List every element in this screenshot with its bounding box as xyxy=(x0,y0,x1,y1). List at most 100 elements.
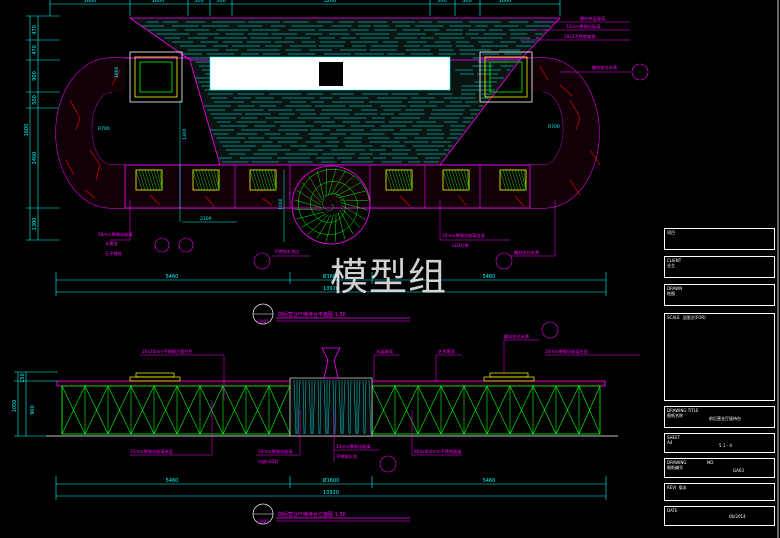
elev-note-bottom-right: 800x800mm不锈钢盖板 xyxy=(414,448,462,455)
water-line xyxy=(327,379,331,435)
planter-hatch-line xyxy=(156,169,163,191)
x-hatch-line xyxy=(555,385,580,435)
tb-drawing-no-label: DRAWING xyxy=(667,460,687,465)
dim-top-8: 1600 xyxy=(499,0,512,4)
dim-left-6: 2400 xyxy=(32,152,38,165)
water-feature-plan xyxy=(291,165,371,245)
planter-hatch-line xyxy=(270,169,277,191)
tb-no-label: NO. xyxy=(707,460,715,465)
crack-line xyxy=(569,179,581,196)
marble-crack-lines xyxy=(65,65,601,207)
planter-hatch-line xyxy=(457,169,465,191)
tb-project-label: 项目 xyxy=(667,230,675,235)
radial-line xyxy=(296,190,322,206)
elevation-leaders xyxy=(130,339,640,462)
planter-hatch-line xyxy=(448,169,456,191)
tb-sheet: SHEET A4 5 1 - 4 xyxy=(664,433,775,453)
x-hatch-line xyxy=(486,385,511,435)
planter-hatch-line xyxy=(388,169,396,191)
planter-hatch-line xyxy=(264,169,272,191)
tb-drawing-title: DRAWING TITLE 图纸名称 前后营业厅接待台 xyxy=(664,406,775,428)
radial-line xyxy=(338,190,366,199)
elev-note-bottom-left: 15mm厚钢化玻璃夹层 xyxy=(130,448,173,455)
elev-dim-bottom-right: 5460 xyxy=(483,478,496,484)
radial-line xyxy=(330,170,346,196)
water-line xyxy=(362,379,365,435)
x-hatch-line xyxy=(509,385,534,435)
x-hatch-line xyxy=(130,385,155,435)
x-hatch-line xyxy=(394,385,419,435)
planter-hatch-line xyxy=(466,169,470,191)
note-right-bottom-3: 雕刻金花米黄 xyxy=(514,249,539,256)
plan-top-dimension-labels: 1600 1600 500 500 3200 500 500 1600 xyxy=(84,0,512,4)
planter-hatch-line xyxy=(255,169,263,191)
radial-line xyxy=(333,175,354,196)
elevation-bottom-dimensions xyxy=(55,476,607,500)
elevation-bottom-dim-labels: 5460 Ø1600 5460 10920 xyxy=(166,477,496,496)
note-center-bottom: 不锈钢水池边 xyxy=(274,248,300,255)
planter-hatch-line xyxy=(445,169,453,191)
planter-hatch-line xyxy=(406,169,413,191)
radial-line xyxy=(301,213,327,228)
x-hatch-line xyxy=(578,385,601,435)
tb-sheet-value: 5 1 - 4 xyxy=(719,443,732,448)
elev-note-bottom-mid-4: 不锈钢水池 xyxy=(336,453,358,460)
water-line xyxy=(319,379,322,435)
water-line xyxy=(302,379,305,435)
tb-scale-value: 见图注(FOR) xyxy=(682,315,706,320)
x-hatch-line xyxy=(417,385,442,435)
tb-date-value: 06/2014 xyxy=(729,514,746,519)
water-line xyxy=(334,379,337,435)
planter-hatch-line xyxy=(258,169,266,191)
planter-hatch-line xyxy=(198,169,206,191)
plan-tag-label: GA01 xyxy=(257,319,269,325)
planter-hatch-line xyxy=(400,169,408,191)
dim-inner-6: 1000 xyxy=(278,198,284,210)
elev-note-top-mid-1: 水晶玻璃 xyxy=(376,348,393,355)
elev-note-bottom-mid-2: 内嵌LED灯 xyxy=(258,458,280,465)
planter-hatch-line xyxy=(397,169,405,191)
elev-note-top-right-1: 雕刻金花米黄 xyxy=(504,333,529,340)
radial-line xyxy=(337,212,346,240)
crack-line xyxy=(575,117,581,131)
water-line xyxy=(312,379,316,435)
plan-top-dimensions xyxy=(49,0,561,16)
planter-hatch-line xyxy=(502,169,510,191)
water-line xyxy=(364,379,367,435)
radial-line xyxy=(316,214,332,240)
counter-body-right xyxy=(371,385,601,435)
water-line xyxy=(342,379,346,435)
elev-dim-bottom-left: 5460 xyxy=(166,478,179,484)
plan-bottom-dimension-labels: 5460 Ø1600 5460 10920 xyxy=(166,273,496,292)
elevation-title: 前后营业厅接待台立面图 1:50 xyxy=(278,511,346,518)
planter-hatch-line xyxy=(394,169,402,191)
tb-drawing-no-value: GA03 xyxy=(733,468,744,473)
elev-note-bottom-mid-3: 15mm厚钢化玻璃 xyxy=(336,443,370,450)
elevation-left-dim-labels: 1050 150 900 xyxy=(12,373,36,415)
dim-top-5: 3200 xyxy=(324,0,337,4)
radial-line xyxy=(325,214,334,242)
x-hatch-line xyxy=(245,385,270,435)
dim-top-7: 500 xyxy=(462,0,472,4)
planter-hatch-line xyxy=(135,169,143,191)
radial-line xyxy=(316,170,325,198)
dim-bottom-right: 5460 xyxy=(483,274,496,280)
crack-line xyxy=(559,84,573,97)
note-left-bottom-2: 水景池 xyxy=(105,240,118,247)
planter-hatch-line xyxy=(201,169,209,191)
plan-inner-dims: R700 R700 1860 1300 2100 1000 xyxy=(98,66,560,222)
radial-line xyxy=(335,182,361,197)
x-hatch-line xyxy=(107,385,132,435)
radial-line xyxy=(294,199,322,208)
elev-note-top-mid-2: 艺术景观 xyxy=(438,348,456,355)
spiral-line xyxy=(298,169,370,235)
crack-line xyxy=(457,194,467,206)
water-line xyxy=(357,379,361,435)
crack-line xyxy=(89,149,101,166)
crack-line xyxy=(111,69,121,86)
crack-line xyxy=(69,99,81,119)
water-line xyxy=(353,379,357,435)
planter-boxes xyxy=(129,51,533,191)
tb-drawn: DRAWN 绘图 xyxy=(664,284,775,306)
tb-revision-line: REVI 版本 xyxy=(667,485,772,490)
